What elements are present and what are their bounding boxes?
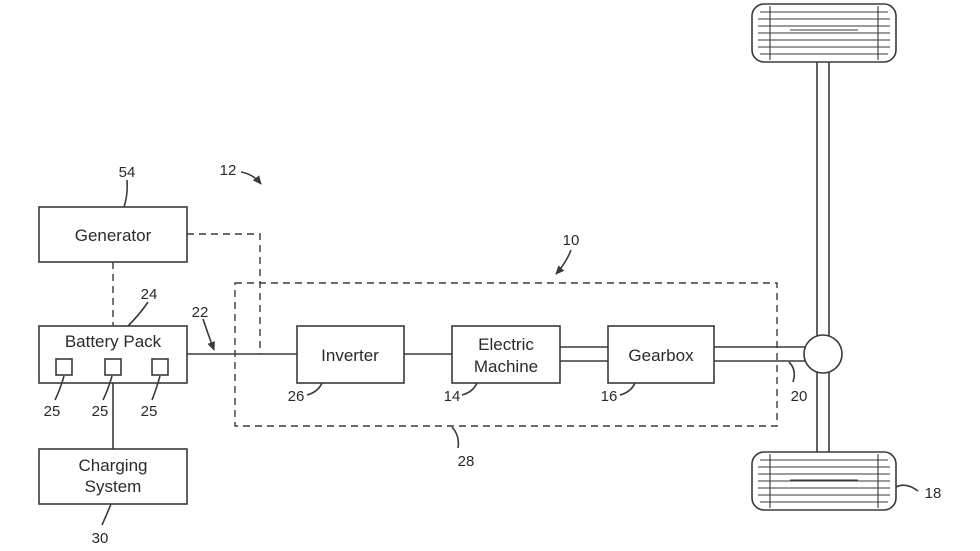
- ref-20: 20: [791, 388, 808, 405]
- charging-system-block: Charging System: [38, 448, 188, 505]
- gearbox-label: Gearbox: [628, 346, 694, 365]
- leader-28: [451, 426, 460, 449]
- arrow-12: [240, 171, 262, 185]
- leader-25a: [54, 375, 65, 401]
- leader-14: [461, 382, 478, 396]
- battery-pack-label: Battery Pack: [65, 332, 162, 351]
- battery-cell-1: [55, 358, 73, 376]
- battery-pack-block: Battery Pack: [38, 325, 188, 384]
- arrow-10: [555, 249, 572, 275]
- ref-22: 22: [192, 304, 209, 321]
- leader-16: [619, 382, 636, 396]
- battery-cell-3: [151, 358, 169, 376]
- leader-26: [306, 382, 323, 396]
- ref-24: 24: [141, 286, 158, 303]
- wheel-icon-bottom: [751, 451, 897, 511]
- generator-dashed-link: [187, 233, 261, 354]
- inverter-label: Inverter: [321, 346, 379, 365]
- ref-10: 10: [563, 232, 580, 249]
- leader-25b: [102, 375, 113, 401]
- ref-54: 54: [119, 164, 136, 181]
- ref-14: 14: [444, 388, 461, 405]
- inverter-block: Inverter: [296, 325, 405, 384]
- leader-30: [101, 503, 112, 526]
- leader-25c: [151, 375, 161, 401]
- ref-16: 16: [601, 388, 618, 405]
- ref-26: 26: [288, 388, 305, 405]
- electric-machine-block: Electric Machine: [451, 325, 561, 384]
- electric-machine-label-line2: Machine: [474, 357, 538, 376]
- leader-54: [123, 179, 128, 208]
- charging-label-line1: Charging: [79, 456, 148, 475]
- wheel-icon-top: [751, 3, 897, 63]
- ref-25-b: 25: [92, 403, 109, 420]
- ref-30: 30: [92, 530, 109, 547]
- generator-label: Generator: [75, 226, 152, 245]
- electric-machine-label-line1: Electric: [478, 335, 534, 354]
- differential-circle: [803, 334, 843, 374]
- gearbox-block: Gearbox: [607, 325, 715, 384]
- battery-cell-2: [104, 358, 122, 376]
- charging-label-line2: System: [85, 477, 142, 496]
- ref-28: 28: [458, 453, 475, 470]
- ref-25-a: 25: [44, 403, 61, 420]
- ref-18: 18: [925, 485, 942, 502]
- leader-20: [788, 361, 796, 383]
- ref-25-c: 25: [141, 403, 158, 420]
- leader-24: [127, 301, 149, 327]
- arrow-22: [202, 318, 215, 351]
- generator-block: Generator: [38, 206, 188, 263]
- leader-18: [895, 484, 919, 492]
- ref-12: 12: [220, 162, 237, 179]
